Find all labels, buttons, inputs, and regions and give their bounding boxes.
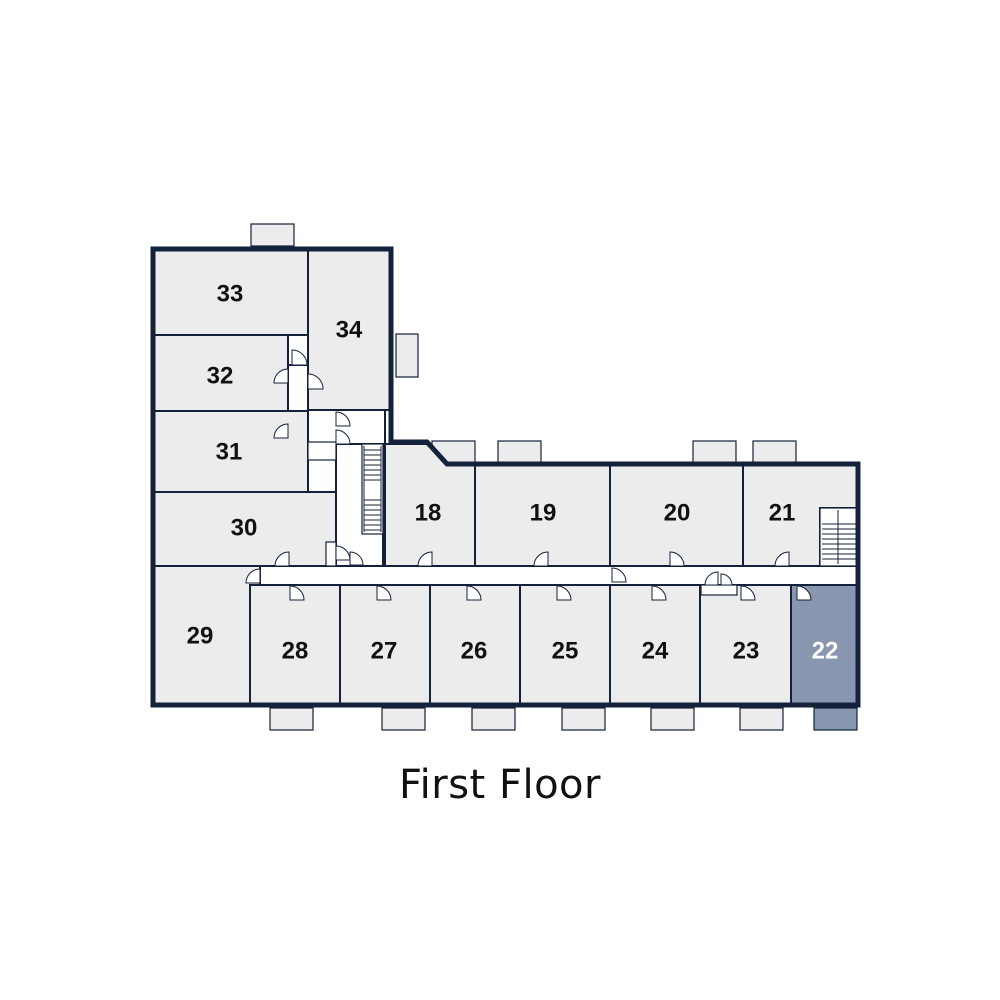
balcony <box>395 333 419 378</box>
balcony <box>692 440 737 464</box>
balcony <box>739 707 784 731</box>
unit-label: 27 <box>371 638 398 665</box>
unit-label: 21 <box>769 500 796 527</box>
unit-26[interactable]: 26 <box>429 584 521 706</box>
balcony <box>250 223 295 247</box>
unit-33[interactable]: 33 <box>152 248 309 336</box>
unit-label: 31 <box>216 439 243 466</box>
unit-label: 24 <box>642 638 669 665</box>
unit-label: 30 <box>231 515 258 542</box>
unit-label: 33 <box>217 281 244 308</box>
stairwell-right <box>819 507 859 567</box>
unit-label: 29 <box>187 623 214 650</box>
unit-29[interactable]: 29 <box>152 565 261 706</box>
unit-label: 20 <box>664 500 691 527</box>
balconies <box>250 223 858 731</box>
unit-23[interactable]: 23 <box>699 584 792 706</box>
unit-label: 28 <box>282 638 309 665</box>
unit-22-selected[interactable]: 22 <box>790 584 859 706</box>
unit-label: 22 <box>812 638 839 665</box>
floor-title: First Floor <box>399 762 601 808</box>
unit-28[interactable]: 28 <box>249 584 341 706</box>
unit-21[interactable]: 21 <box>742 463 859 567</box>
service-closets <box>307 441 738 596</box>
balcony <box>269 707 314 731</box>
balcony <box>497 440 542 464</box>
balcony <box>650 707 695 731</box>
exterior-wall <box>150 246 861 708</box>
unit-20[interactable]: 20 <box>609 463 744 567</box>
unit-label: 32 <box>207 363 234 390</box>
balcony <box>471 707 516 731</box>
unit-30[interactable]: 30 <box>152 491 337 567</box>
balcony-selected <box>813 707 858 731</box>
unit-32[interactable]: 32 <box>152 334 289 412</box>
door-swings <box>245 349 812 601</box>
unit-label: 19 <box>530 500 557 527</box>
unit-label: 18 <box>415 500 442 527</box>
units: 33 34 32 31 30 29 28 27 <box>152 248 859 706</box>
unit-19[interactable]: 19 <box>474 463 611 567</box>
unit-25[interactable]: 25 <box>519 584 611 706</box>
unit-label: 23 <box>733 638 760 665</box>
balcony <box>561 707 606 731</box>
stairwell-left <box>361 443 384 535</box>
balcony <box>752 440 797 464</box>
unit-24[interactable]: 24 <box>609 584 701 706</box>
unit-label: 26 <box>461 638 488 665</box>
unit-label: 34 <box>336 317 363 344</box>
unit-label: 25 <box>552 638 579 665</box>
balcony <box>381 707 426 731</box>
unit-27[interactable]: 27 <box>339 584 431 706</box>
unit-31[interactable]: 31 <box>152 410 309 493</box>
